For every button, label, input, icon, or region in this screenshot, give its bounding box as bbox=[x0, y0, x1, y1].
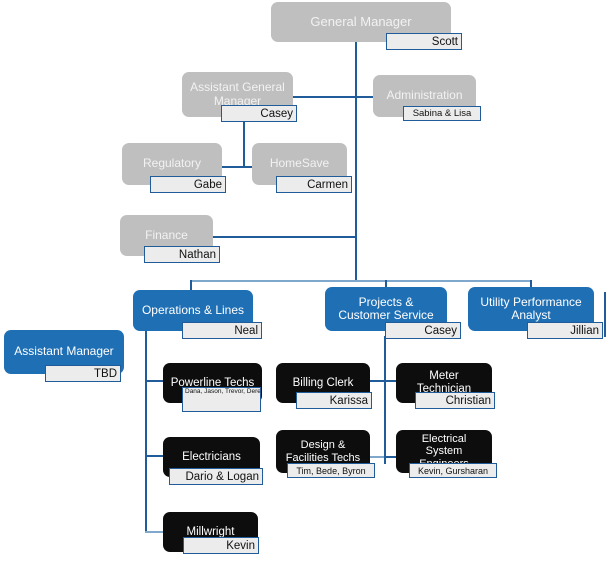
plate-finance[interactable]: Nathan bbox=[144, 246, 220, 263]
node-title-projects-customer-service: Projects & Customer Service bbox=[338, 294, 434, 322]
node-title-administration: Administration bbox=[386, 88, 463, 103]
plate-text-assistant-manager: TBD bbox=[94, 367, 117, 380]
connector-electrical-eng bbox=[384, 456, 396, 458]
plate-text-projects-customer-service: Casey bbox=[424, 324, 457, 337]
plate-regulatory[interactable]: Gabe bbox=[150, 176, 226, 193]
plate-projects-customer-service[interactable]: Casey bbox=[385, 322, 461, 339]
plate-text-electricians: Dario & Logan bbox=[185, 470, 259, 483]
node-title-regulatory: Regulatory bbox=[142, 156, 202, 171]
node-title-finance: Finance bbox=[145, 227, 188, 242]
plate-text-design-facilities-techs: Tim, Bede, Byron bbox=[296, 465, 366, 476]
plate-administration[interactable]: Sabina & Lisa bbox=[403, 106, 481, 121]
node-title-millwright: Millwright bbox=[186, 525, 235, 538]
connector-meter-tech bbox=[384, 380, 396, 382]
connector-to-millwright bbox=[145, 531, 167, 533]
plate-meter-technician[interactable]: Christian bbox=[415, 392, 495, 409]
connector-to-electricians bbox=[145, 455, 167, 457]
plate-powerline-techs[interactable]: Dana, Jason, Trevor, Derek M, Derek C, T… bbox=[182, 387, 261, 412]
plate-text-finance: Nathan bbox=[178, 248, 216, 261]
plate-utility-performance-analyst[interactable]: Jillian bbox=[527, 322, 603, 339]
connector-agm-down bbox=[243, 114, 245, 168]
plate-text-powerline-techs: Dana, Jason, Trevor, Derek M, Derek C, T… bbox=[185, 388, 261, 395]
plate-text-general-manager: Scott bbox=[431, 35, 458, 48]
connector-drop-projects bbox=[385, 280, 387, 292]
plate-text-millwright: Kevin bbox=[226, 539, 255, 552]
connector-agm-row bbox=[293, 96, 373, 98]
connector-finance-row bbox=[212, 236, 357, 238]
node-title-assistant-manager: Assistant Manager bbox=[14, 344, 114, 359]
node-title-utility-performance-analyst: Utility Performance Analyst bbox=[480, 294, 582, 322]
plate-general-manager[interactable]: Scott bbox=[386, 33, 462, 50]
plate-text-regulatory: Gabe bbox=[193, 178, 222, 191]
plate-homesave[interactable]: Carmen bbox=[276, 176, 352, 193]
node-title-assistant-general-manager: Assistant General Manager bbox=[190, 80, 285, 108]
connector-operations-spine bbox=[145, 328, 147, 532]
plate-text-homesave: Carmen bbox=[307, 178, 348, 191]
connector-drop-utility bbox=[530, 280, 532, 292]
plate-design-facilities-techs[interactable]: Tim, Bede, Byron bbox=[287, 463, 375, 478]
node-title-electricians: Electricians bbox=[182, 450, 241, 463]
node-title-billing-clerk: Billing Clerk bbox=[292, 376, 354, 389]
plate-electrical-system-engineers[interactable]: Kevin, Gursharan bbox=[409, 463, 497, 478]
connector-billing-clerk bbox=[369, 380, 385, 382]
node-title-homesave: HomeSave bbox=[269, 156, 330, 171]
node-title-powerline-techs: Powerline Techs bbox=[170, 376, 255, 389]
plate-millwright[interactable]: Kevin bbox=[183, 537, 259, 554]
node-title-design-facilities-techs: Design & Facilities Techs bbox=[285, 439, 361, 464]
plate-operations-lines[interactable]: Neal bbox=[182, 322, 262, 339]
plate-billing-clerk[interactable]: Karissa bbox=[296, 392, 372, 409]
plate-assistant-manager[interactable]: TBD bbox=[45, 365, 121, 382]
plate-electricians[interactable]: Dario & Logan bbox=[169, 468, 263, 485]
plate-text-operations-lines: Neal bbox=[234, 324, 258, 337]
connector-utility-stub bbox=[604, 292, 606, 337]
node-title-general-manager: General Manager bbox=[310, 13, 412, 29]
connector-projects-spine bbox=[384, 336, 386, 464]
node-title-operations-lines: Operations & Lines bbox=[141, 302, 245, 317]
connector-design-facilities bbox=[369, 456, 385, 458]
plate-text-billing-clerk: Karissa bbox=[329, 394, 368, 407]
plate-text-meter-technician: Christian bbox=[445, 394, 491, 407]
connector-to-powerline bbox=[145, 380, 167, 382]
plate-text-assistant-general-manager: Casey bbox=[260, 107, 293, 120]
plate-text-electrical-system-engineers: Kevin, Gursharan bbox=[417, 465, 489, 476]
connector-gm-trunk bbox=[355, 40, 357, 280]
connector-drop-operations bbox=[190, 280, 192, 292]
plate-text-utility-performance-analyst: Jillian bbox=[570, 324, 599, 337]
plate-assistant-general-manager[interactable]: Casey bbox=[221, 105, 297, 122]
plate-text-administration: Sabina & Lisa bbox=[412, 108, 472, 119]
connector-distribution-bar bbox=[190, 280, 532, 282]
